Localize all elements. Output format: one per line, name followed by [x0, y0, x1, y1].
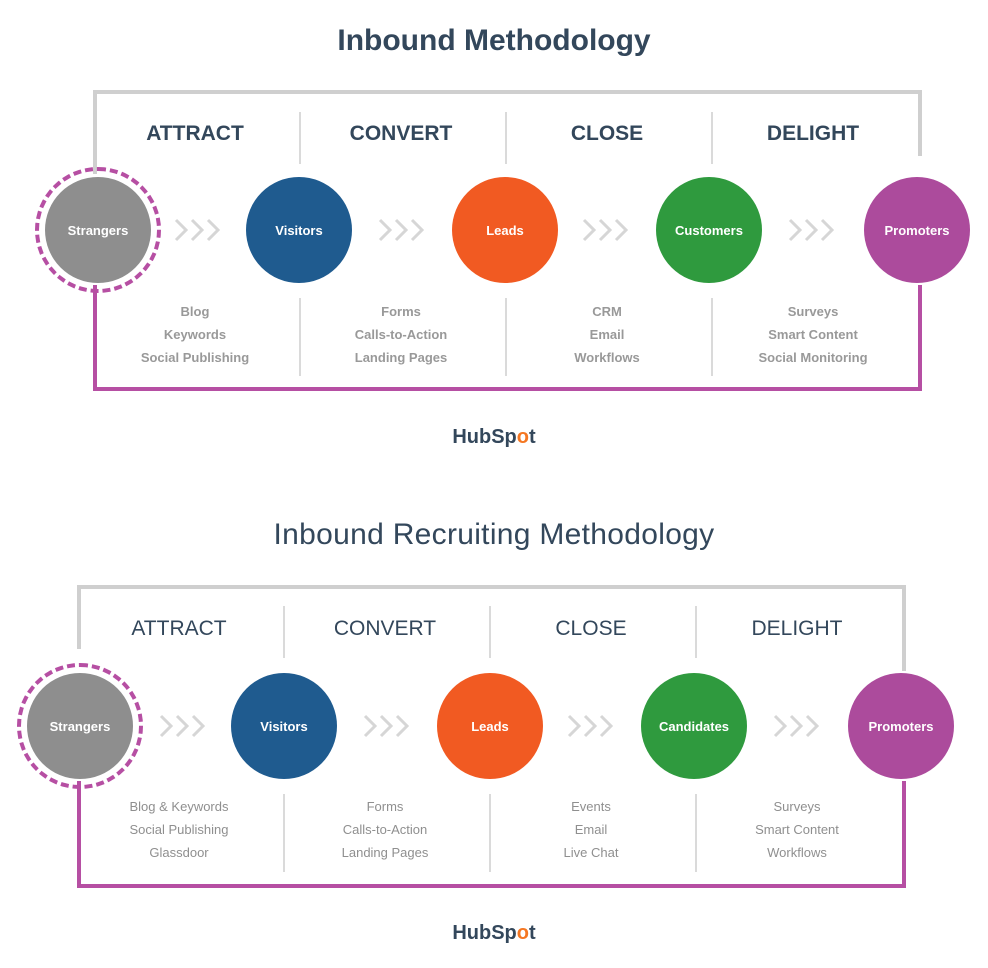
- triple-chevron-right-icon: [159, 714, 206, 738]
- tool-item: Blog: [180, 304, 210, 319]
- sprocket-icon: o: [516, 426, 529, 448]
- attract-tools: Blog & Keywords Social Publishing Glassd…: [79, 795, 279, 864]
- hubspot-logo: HubSpot: [0, 922, 988, 945]
- promoters-return-line: [77, 781, 906, 888]
- stage-attract: ATTRACT: [146, 122, 244, 145]
- inbound-recruiting-methodology-diagram: Inbound Recruiting Methodology ATTRACT C…: [0, 476, 988, 968]
- frame-top-line: [77, 585, 906, 589]
- delight-tools: Surveys Smart Content Workflows: [697, 795, 897, 864]
- tool-item: Calls-to-Action: [354, 327, 448, 342]
- close-tools: Events Email Live Chat: [491, 795, 691, 864]
- tool-item: Surveys: [773, 799, 821, 814]
- stage-attract: ATTRACT: [131, 617, 227, 640]
- tool-item: Forms: [381, 304, 421, 319]
- tool-item: Surveys: [787, 304, 839, 319]
- stage-divider: [711, 298, 713, 376]
- logo-text: t: [528, 426, 536, 448]
- tool-item: Landing Pages: [341, 845, 429, 860]
- logo-text: t: [528, 922, 536, 944]
- logo-text: HubSp: [452, 426, 517, 448]
- tool-item: Social Publishing: [129, 822, 229, 837]
- convert-tools: Forms Calls-to-Action Landing Pages: [301, 300, 501, 369]
- node-promoters: Promoters: [864, 177, 970, 283]
- node-customers: Customers: [656, 177, 762, 283]
- logo-text: HubSp: [452, 922, 517, 944]
- node-promoters: Promoters: [848, 673, 954, 779]
- stage-divider: [695, 794, 697, 872]
- node-leads: Leads: [437, 673, 543, 779]
- frame-right-line: [902, 585, 906, 671]
- triple-chevron-right-icon: [582, 218, 629, 242]
- triple-chevron-right-icon: [378, 218, 425, 242]
- stage-divider: [505, 298, 507, 376]
- attract-tools: Blog Keywords Social Publishing: [95, 300, 295, 369]
- diagram-title: Inbound Methodology: [337, 24, 651, 57]
- tool-item: Forms: [366, 799, 404, 814]
- stage-divider: [489, 794, 491, 872]
- dashed-ring-icon: [17, 663, 143, 789]
- triple-chevron-right-icon: [174, 218, 221, 242]
- inbound-methodology-diagram: Inbound Methodology ATTRACT CONVERT CLOS…: [0, 0, 988, 476]
- stage-delight: DELIGHT: [751, 617, 843, 640]
- dashed-ring-icon: [35, 167, 161, 293]
- tool-item: Landing Pages: [354, 350, 448, 365]
- tool-item: Email: [589, 327, 625, 342]
- sprocket-icon: o: [516, 922, 529, 944]
- triple-chevron-right-icon: [567, 714, 614, 738]
- node-strangers: Strangers: [45, 177, 151, 283]
- tool-item: Events: [571, 799, 611, 814]
- convert-tools: Forms Calls-to-Action Landing Pages: [285, 795, 485, 864]
- tool-item: Calls-to-Action: [342, 822, 428, 837]
- triple-chevron-right-icon: [773, 714, 820, 738]
- delight-tools: Surveys Smart Content Social Monitoring: [713, 300, 913, 369]
- stage-divider: [489, 606, 491, 658]
- tool-item: Social Publishing: [140, 350, 250, 365]
- stage-divider: [695, 606, 697, 658]
- triple-chevron-right-icon: [788, 218, 835, 242]
- stage-divider: [283, 606, 285, 658]
- stage-close: CLOSE: [570, 122, 644, 145]
- tool-item: Blog & Keywords: [129, 799, 229, 814]
- tool-item: Workflows: [574, 350, 640, 365]
- stage-divider: [283, 794, 285, 872]
- stage-divider: [299, 112, 301, 164]
- tool-item: Social Monitoring: [758, 350, 868, 365]
- tool-item: Smart Content: [755, 822, 839, 837]
- stage-delight: DELIGHT: [766, 122, 860, 145]
- triple-chevron-right-icon: [363, 714, 410, 738]
- stage-divider: [711, 112, 713, 164]
- diagram-title: Inbound Recruiting Methodology: [273, 518, 715, 551]
- hubspot-logo: HubSpot: [0, 426, 988, 449]
- stage-divider: [505, 112, 507, 164]
- tool-item: Keywords: [163, 327, 227, 342]
- tool-item: Smart Content: [768, 327, 858, 342]
- frame-left-line: [93, 90, 97, 174]
- node-leads: Leads: [452, 177, 558, 283]
- node-visitors: Visitors: [231, 673, 337, 779]
- tool-item: Workflows: [767, 845, 827, 860]
- stage-convert: CONVERT: [349, 122, 453, 145]
- close-tools: CRM Email Workflows: [507, 300, 707, 369]
- stage-convert: CONVERT: [333, 617, 437, 640]
- node-visitors: Visitors: [246, 177, 352, 283]
- node-candidates: Candidates: [641, 673, 747, 779]
- frame-left-line: [77, 585, 81, 649]
- tool-item: Live Chat: [563, 845, 619, 860]
- frame-top-line: [93, 90, 922, 94]
- tool-item: CRM: [592, 304, 622, 319]
- stage-close: CLOSE: [555, 617, 627, 640]
- tool-item: Email: [574, 822, 608, 837]
- node-strangers: Strangers: [27, 673, 133, 779]
- tool-item: Glassdoor: [149, 845, 209, 860]
- frame-right-line: [918, 90, 922, 156]
- promoters-return-line: [93, 285, 922, 391]
- stage-divider: [299, 298, 301, 376]
